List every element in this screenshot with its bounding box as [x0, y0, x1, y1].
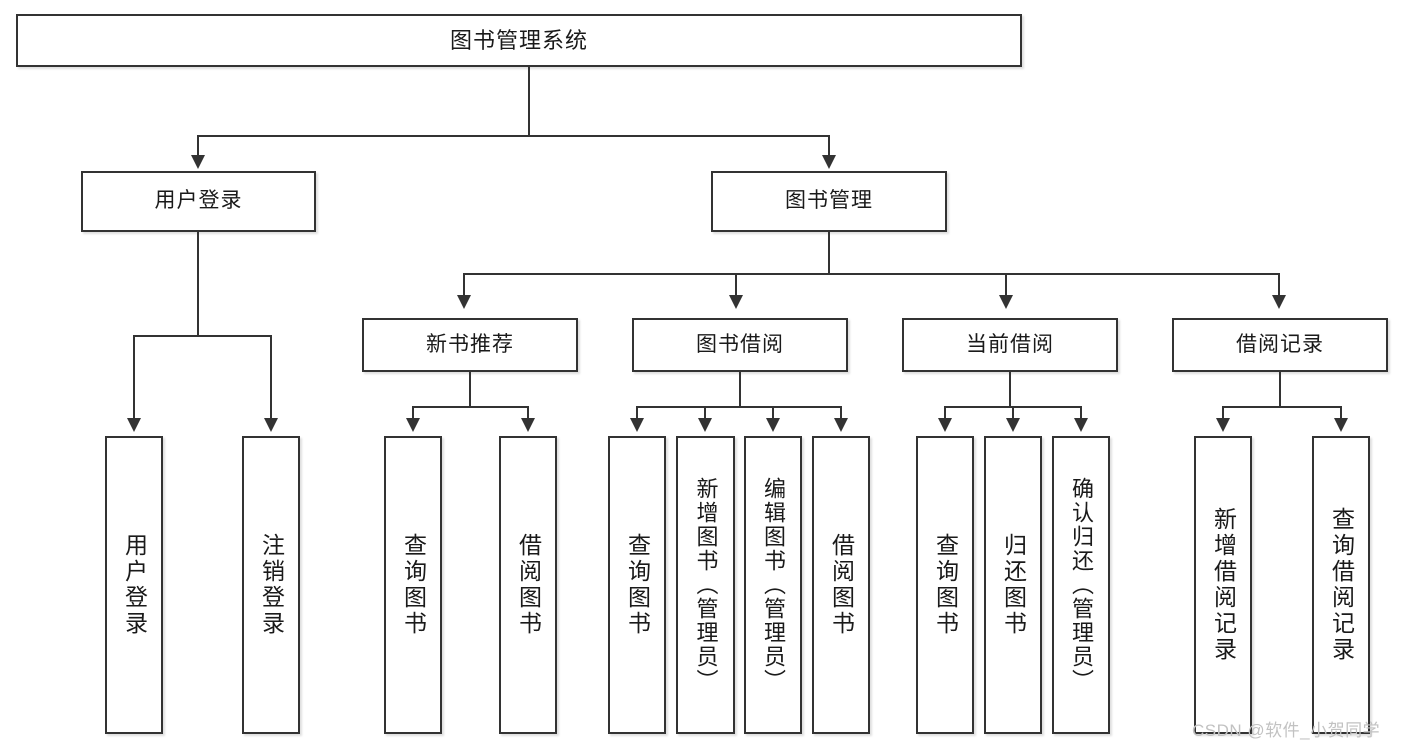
node-label: 借阅图书	[828, 533, 855, 637]
connector-mid-drop-2	[735, 273, 737, 297]
arrowhead-recommend-leaf-1	[406, 418, 420, 432]
arrowhead-user-login	[191, 155, 205, 169]
arrowhead-current-leaf-3	[1074, 418, 1088, 432]
arrowhead-current-leaf-1	[938, 418, 952, 432]
connector-borrow-drop-4	[840, 406, 842, 420]
leaf-user-login[interactable]: 用户登录	[105, 436, 163, 734]
leaf-current-return-book[interactable]: 归还图书	[984, 436, 1042, 734]
arrowhead-book-manage	[822, 155, 836, 169]
connector-recommend-stem	[469, 372, 471, 406]
node-label: 归还图书	[1000, 533, 1027, 637]
connector-record-drop-1	[1222, 406, 1224, 420]
arrowhead-leaf-user-login	[127, 418, 141, 432]
arrowhead-new-book-recommend	[457, 295, 471, 309]
arrowhead-leaf-logout	[264, 418, 278, 432]
connector-recommend-drop-2	[527, 406, 529, 420]
leaf-current-confirm-return[interactable]: 确认归还（管理员）	[1052, 436, 1110, 734]
connector-mid-drop-4	[1278, 273, 1280, 297]
node-label: 用户登录	[121, 533, 148, 637]
node-label: 编辑图书（管理员）	[761, 477, 786, 693]
node-label: 图书管理	[785, 189, 873, 213]
leaf-borrow-add-book[interactable]: 新增图书（管理员）	[676, 436, 735, 734]
arrowhead-borrow-record	[1272, 295, 1286, 309]
connector-user-login-stem	[197, 232, 199, 335]
node-label: 借阅图书	[515, 533, 542, 637]
connector-record-bar	[1222, 406, 1341, 408]
node-label: 新书推荐	[426, 332, 514, 356]
connector-borrow-stem	[739, 372, 741, 406]
connector-book-manage-stem	[828, 232, 830, 273]
arrowhead-current-leaf-2	[1006, 418, 1020, 432]
node-label: 图书借阅	[696, 332, 784, 356]
node-label: 新增图书（管理员）	[693, 477, 719, 693]
arrowhead-borrow-leaf-4	[834, 418, 848, 432]
node-new-book-recommend[interactable]: 新书推荐	[362, 318, 578, 372]
connector-record-stem	[1279, 372, 1281, 406]
node-label: 确认归还（管理员）	[1069, 477, 1094, 693]
node-label: 借阅记录	[1236, 332, 1324, 356]
connector-borrow-drop-3	[772, 406, 774, 420]
node-label: 用户登录	[154, 189, 243, 213]
leaf-borrow-query-book[interactable]: 查询图书	[608, 436, 666, 734]
leaf-recommend-query-book[interactable]: 查询图书	[384, 436, 442, 734]
node-root-system[interactable]: 图书管理系统	[16, 14, 1022, 67]
arrowhead-record-leaf-2	[1334, 418, 1348, 432]
arrowhead-borrow-leaf-3	[766, 418, 780, 432]
connector-to-user-login	[197, 135, 199, 157]
connector-root-bar	[197, 135, 830, 137]
node-label: 查询图书	[932, 533, 959, 637]
node-book-management[interactable]: 图书管理	[711, 171, 947, 232]
node-current-borrow[interactable]: 当前借阅	[902, 318, 1118, 372]
leaf-borrow-edit-book[interactable]: 编辑图书（管理员）	[744, 436, 802, 734]
connector-borrow-bar	[636, 406, 841, 408]
connector-user-login-bar	[133, 335, 271, 337]
connector-current-drop-2	[1012, 406, 1014, 420]
leaf-logout[interactable]: 注销登录	[242, 436, 300, 734]
connector-user-login-drop-1	[133, 335, 135, 420]
node-book-borrow[interactable]: 图书借阅	[632, 318, 848, 372]
leaf-borrow-borrow-book[interactable]: 借阅图书	[812, 436, 870, 734]
connector-current-stem	[1009, 372, 1011, 406]
node-label: 注销登录	[258, 533, 285, 637]
connector-current-drop-3	[1080, 406, 1082, 420]
connector-to-book-manage	[828, 135, 830, 157]
node-label: 查询图书	[624, 533, 651, 637]
connector-root-stem	[528, 67, 530, 135]
watermark-csdn: CSDN @软件_小贺同学	[1192, 721, 1381, 740]
arrowhead-borrow-leaf-1	[630, 418, 644, 432]
arrowhead-record-leaf-1	[1216, 418, 1230, 432]
connector-current-drop-1	[944, 406, 946, 420]
arrowhead-current-borrow	[999, 295, 1013, 309]
connector-user-login-drop-2	[270, 335, 272, 420]
leaf-record-query-record[interactable]: 查询借阅记录	[1312, 436, 1370, 734]
connector-recommend-drop-1	[412, 406, 414, 420]
node-label: 图书管理系统	[449, 27, 588, 53]
connector-mid-drop-1	[463, 273, 465, 297]
connector-book-manage-bar	[463, 273, 1280, 275]
node-borrow-record[interactable]: 借阅记录	[1172, 318, 1388, 372]
node-label: 查询图书	[400, 533, 427, 637]
leaf-record-add-record[interactable]: 新增借阅记录	[1194, 436, 1252, 734]
connector-recommend-bar	[412, 406, 528, 408]
arrowhead-book-borrow	[729, 295, 743, 309]
arrowhead-recommend-leaf-2	[521, 418, 535, 432]
node-label: 查询借阅记录	[1328, 507, 1355, 663]
connector-borrow-drop-1	[636, 406, 638, 420]
connector-mid-drop-3	[1005, 273, 1007, 297]
node-label: 新增借阅记录	[1210, 507, 1237, 663]
leaf-recommend-borrow-book[interactable]: 借阅图书	[499, 436, 557, 734]
node-label: 当前借阅	[966, 332, 1054, 356]
arrowhead-borrow-leaf-2	[698, 418, 712, 432]
leaf-current-query-book[interactable]: 查询图书	[916, 436, 974, 734]
node-user-login[interactable]: 用户登录	[81, 171, 316, 232]
connector-borrow-drop-2	[704, 406, 706, 420]
connector-record-drop-2	[1340, 406, 1342, 420]
